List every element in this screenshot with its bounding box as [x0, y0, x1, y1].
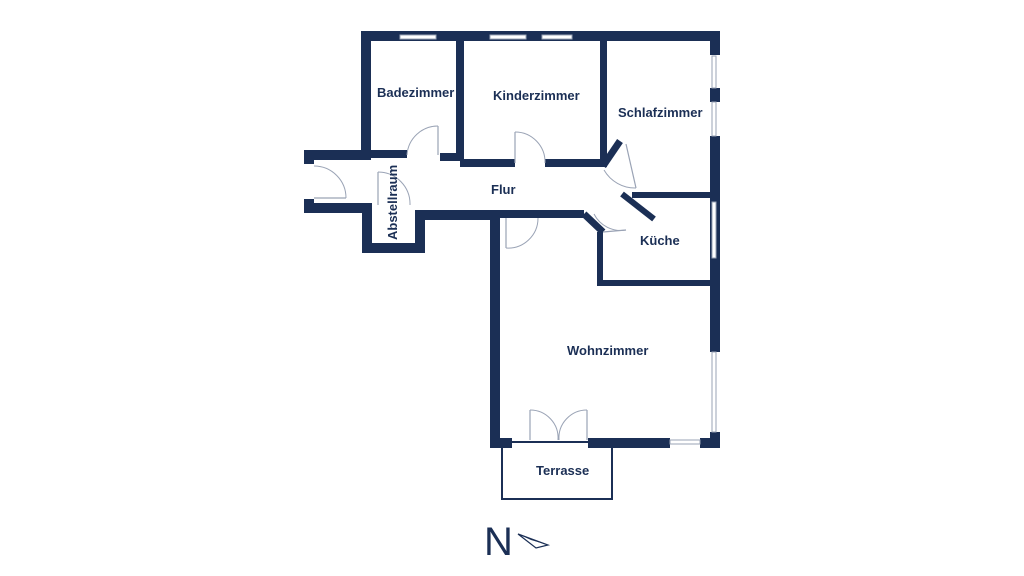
terrace-outline [501, 441, 613, 500]
room-label-kueche: Küche [640, 233, 680, 248]
room-label-flur: Flur [491, 182, 516, 197]
window-kids-1 [489, 34, 527, 40]
window-kids-2 [541, 34, 573, 40]
north-arrow-icon [517, 533, 551, 549]
doors [313, 125, 637, 441]
room-label-terrasse: Terrasse [536, 463, 589, 478]
room-label-schlafzimmer: Schlafzimmer [618, 105, 703, 120]
interior-walls [371, 41, 712, 286]
window-kitchen [711, 201, 717, 259]
window-bedroom-1 [711, 55, 717, 89]
window-living [711, 351, 717, 433]
room-label-abstellraum: Abstellraum [385, 165, 400, 240]
compass-label: N [484, 520, 513, 564]
window-living-bottom [669, 439, 701, 445]
room-label-kinderzimmer: Kinderzimmer [493, 88, 580, 103]
window-bathroom [399, 34, 437, 40]
compass: N [484, 520, 551, 564]
window-bedroom-2 [711, 101, 717, 137]
windows [399, 34, 717, 445]
room-label-wohnzimmer: Wohnzimmer [567, 343, 648, 358]
room-label-badezimmer: Badezimmer [377, 85, 454, 100]
